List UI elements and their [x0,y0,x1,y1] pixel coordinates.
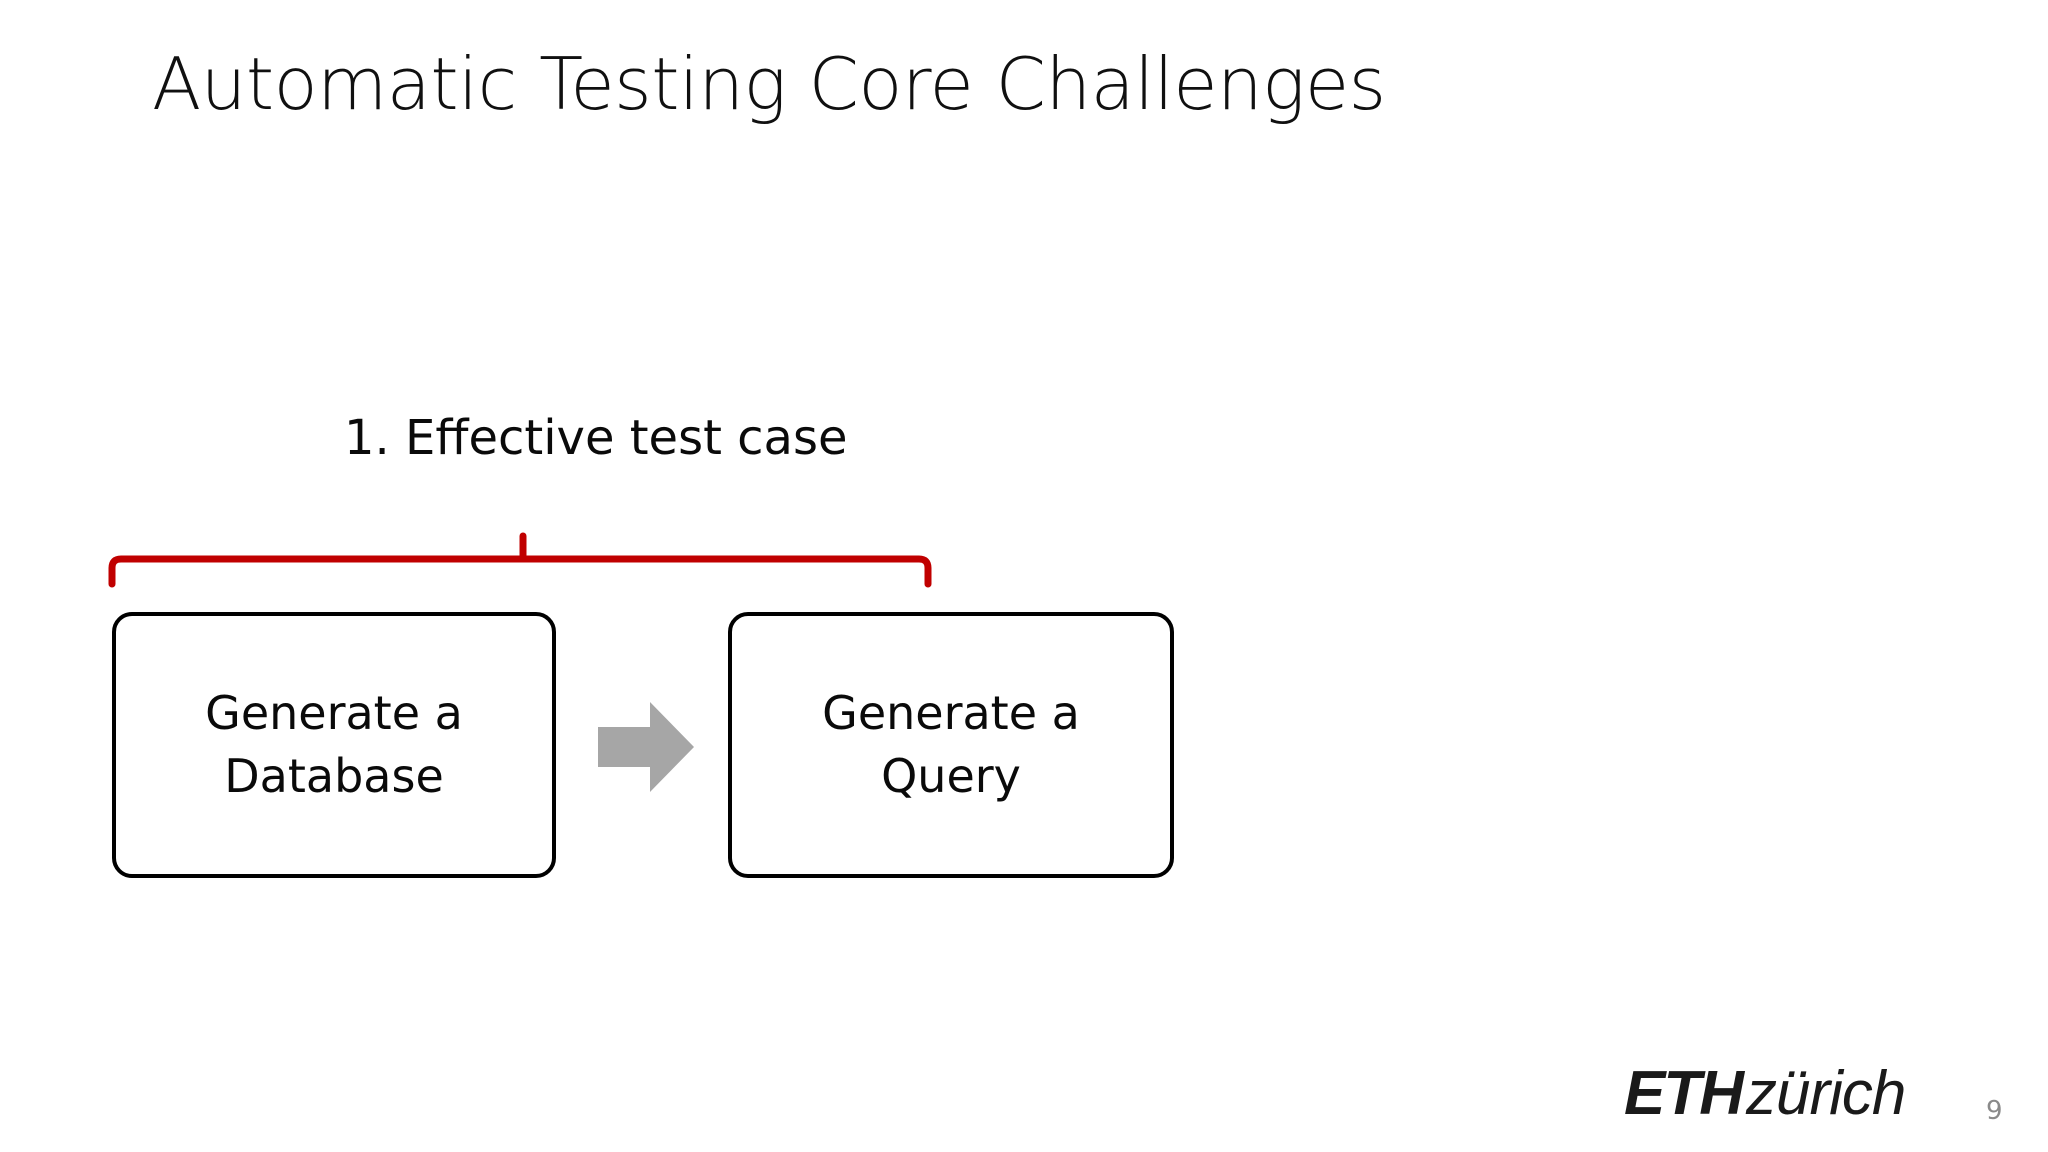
flow-box-generate-query[interactable]: Generate a Query [728,612,1174,878]
flow-box-label: Generate a Database [205,685,463,803]
flow-box-label: Generate a Query [822,685,1080,803]
page-title: Automatic Testing Core Challenges [152,42,1386,126]
flow-arrow [598,702,694,792]
page-number: 9 [1986,1096,2003,1126]
right-arrow-icon [598,702,694,792]
challenge-label: 1. Effective test case [344,410,848,466]
grouping-bracket-icon [108,532,932,588]
flow-box-generate-database[interactable]: Generate a Database [112,612,556,878]
grouping-bracket [100,528,950,598]
eth-zurich-logo: ETH zürich [1624,1058,1906,1128]
zurich-logo-wordmark: zürich [1746,1059,1906,1128]
eth-logo-wordmark: ETH [1624,1059,1744,1128]
